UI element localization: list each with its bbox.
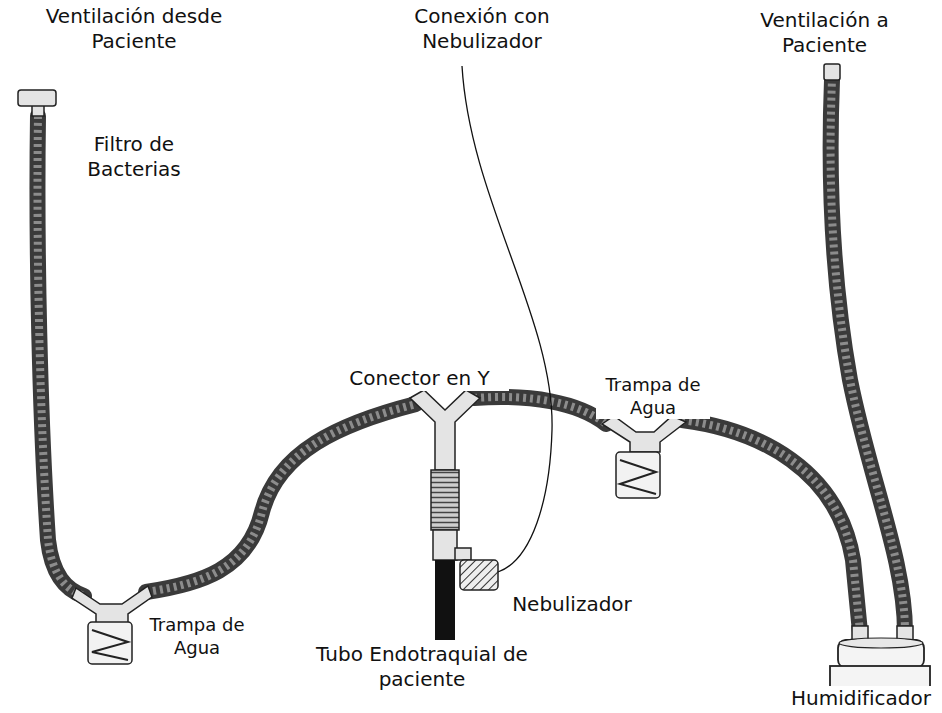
humidifier: [830, 626, 930, 690]
endotracheal-tube: [435, 560, 455, 640]
part-label: Filtro de Bacterias: [62, 132, 206, 182]
tubing: [37, 80, 905, 632]
y-connector: [410, 390, 480, 560]
part-label: Nebulizador: [505, 592, 639, 617]
bacteria-filter: [18, 90, 56, 116]
part-label: Humidificador: [784, 686, 938, 711]
nebulizer: [455, 548, 498, 590]
part-label: Conexión con Nebulizador: [380, 4, 584, 54]
water-trap-right: [602, 416, 686, 498]
part-label: Ventilación desde Paciente: [12, 4, 256, 54]
nebulizer-line: [462, 66, 552, 572]
ventilator-connector: [824, 64, 840, 80]
part-label: Tubo Endotraquial de paciente: [300, 642, 544, 692]
part-label: Ventilación a Paciente: [730, 8, 919, 58]
part-label: Trampa de Agua: [140, 614, 254, 659]
part-label: Trampa de Agua: [596, 374, 710, 419]
part-label: Conector en Y: [330, 366, 509, 391]
